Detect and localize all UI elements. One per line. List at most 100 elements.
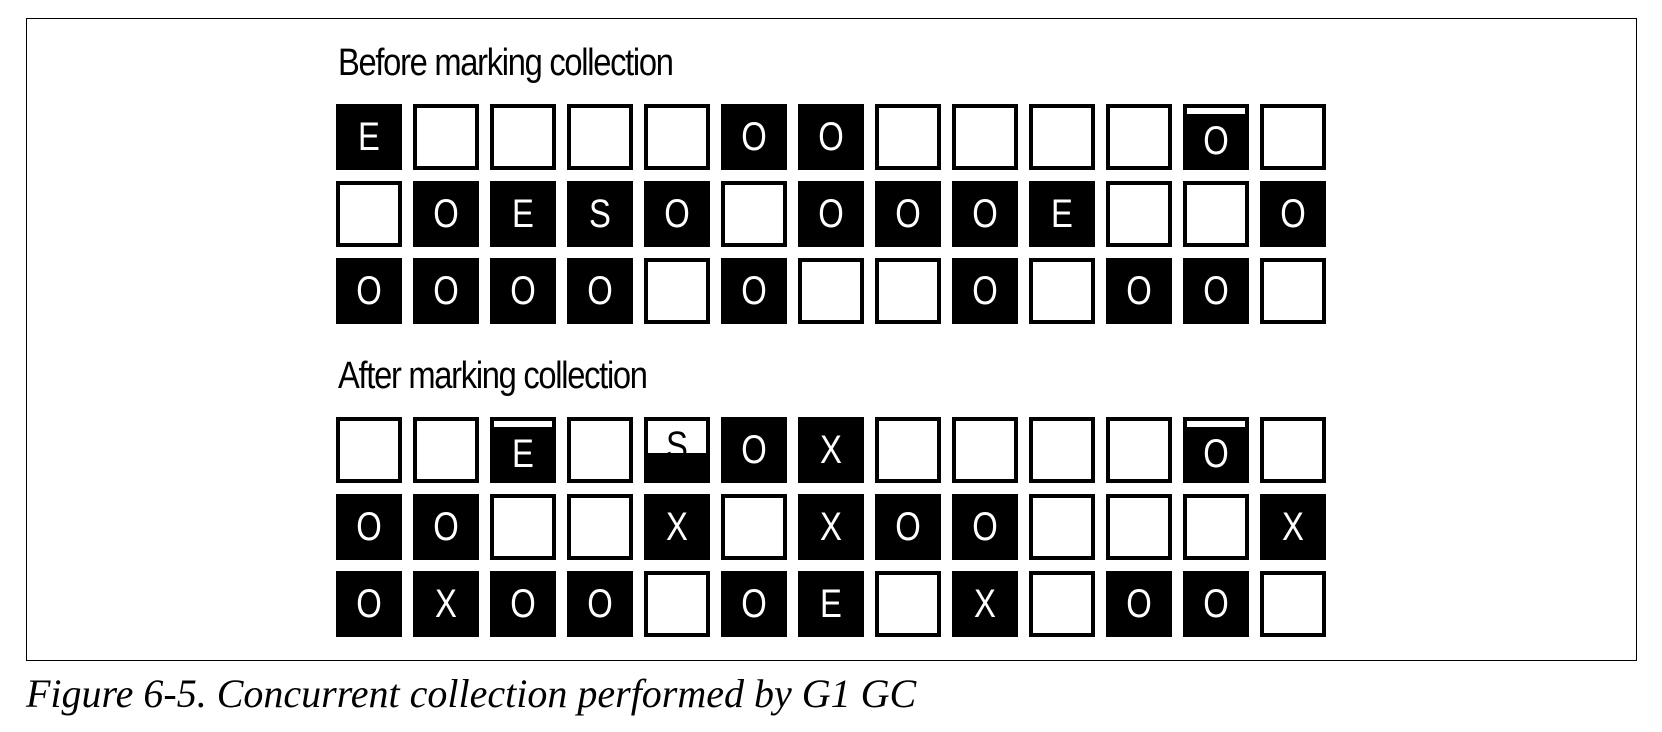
region-type-label: O bbox=[356, 505, 382, 549]
region-type-label bbox=[884, 108, 932, 166]
region-type-label: O bbox=[1203, 432, 1229, 476]
heap-region-cell bbox=[567, 494, 633, 560]
heap-region-cell bbox=[1183, 181, 1249, 247]
region-type-label: O bbox=[1203, 269, 1229, 313]
heap-region-cell: O bbox=[336, 571, 402, 637]
region-type-label: E bbox=[1051, 192, 1073, 236]
region-type-label bbox=[884, 421, 932, 479]
heap-region-cell: X bbox=[644, 494, 710, 560]
region-type-label: S bbox=[666, 424, 688, 468]
heap-region-cell bbox=[1029, 104, 1095, 170]
heap-region-cell: O bbox=[1106, 258, 1172, 324]
heap-region-cell: O bbox=[1106, 571, 1172, 637]
heap-region-cell bbox=[413, 417, 479, 483]
region-type-label: O bbox=[356, 269, 382, 313]
region-type-label bbox=[345, 185, 393, 243]
region-type-label: O bbox=[664, 192, 690, 236]
region-type-label bbox=[1038, 498, 1086, 556]
heap-region-cell: O bbox=[875, 181, 941, 247]
region-type-label bbox=[1115, 498, 1163, 556]
region-type-label: X bbox=[820, 505, 842, 549]
region-type-label bbox=[730, 498, 778, 556]
heap-region-cell bbox=[1106, 417, 1172, 483]
region-type-label: O bbox=[1203, 582, 1229, 626]
heap-region-cell bbox=[875, 258, 941, 324]
region-type-label bbox=[1038, 108, 1086, 166]
region-type-label: O bbox=[741, 582, 767, 626]
heap-region-cell: O bbox=[413, 181, 479, 247]
heap-region-cell: O bbox=[413, 494, 479, 560]
region-type-label: O bbox=[895, 505, 921, 549]
region-type-label bbox=[1269, 421, 1317, 479]
region-type-label bbox=[1115, 185, 1163, 243]
region-type-label: E bbox=[820, 582, 842, 626]
heap-region-cell bbox=[1106, 181, 1172, 247]
region-type-label: X bbox=[1282, 505, 1304, 549]
region-type-label: S bbox=[589, 192, 611, 236]
heap-region-cell bbox=[1260, 417, 1326, 483]
region-type-label: X bbox=[974, 582, 996, 626]
region-type-label bbox=[499, 108, 547, 166]
region-type-label bbox=[1269, 575, 1317, 633]
heap-region-cell bbox=[644, 571, 710, 637]
heap-region-cell: O bbox=[490, 258, 556, 324]
region-type-label: E bbox=[512, 432, 534, 476]
region-type-label bbox=[1038, 575, 1086, 633]
region-type-label: O bbox=[587, 269, 613, 313]
region-type-label bbox=[1115, 421, 1163, 479]
heap-region-cell bbox=[413, 104, 479, 170]
heap-region-cell bbox=[567, 417, 633, 483]
region-type-label bbox=[499, 498, 547, 556]
region-type-label bbox=[1115, 108, 1163, 166]
region-type-label: O bbox=[972, 505, 998, 549]
heap-region-cell bbox=[1029, 258, 1095, 324]
heap-region-cell bbox=[1260, 104, 1326, 170]
heap-region-cell: E bbox=[336, 104, 402, 170]
region-type-label: O bbox=[1203, 119, 1229, 163]
heap-region-cell: S bbox=[567, 181, 633, 247]
region-type-label: O bbox=[433, 192, 459, 236]
region-type-label bbox=[345, 421, 393, 479]
heap-region-cell bbox=[721, 494, 787, 560]
heap-region-cell bbox=[644, 258, 710, 324]
heap-region-cell bbox=[952, 417, 1018, 483]
region-type-label: X bbox=[820, 428, 842, 472]
heap-region-cell: O bbox=[413, 258, 479, 324]
heap-region-cell bbox=[1260, 258, 1326, 324]
heap-region-cell: O bbox=[798, 104, 864, 170]
heap-region-cell: O bbox=[1183, 571, 1249, 637]
region-type-label bbox=[730, 185, 778, 243]
heap-region-cell: O bbox=[721, 571, 787, 637]
region-type-label: O bbox=[741, 115, 767, 159]
heap-region-cell: O bbox=[721, 104, 787, 170]
region-type-label bbox=[576, 498, 624, 556]
heap-region-cell: X bbox=[413, 571, 479, 637]
heap-region-cell bbox=[875, 417, 941, 483]
heap-region-cell bbox=[875, 104, 941, 170]
heap-region-cell: S bbox=[644, 417, 710, 483]
heap-region-cell bbox=[798, 258, 864, 324]
region-type-label bbox=[1038, 262, 1086, 320]
region-type-label: O bbox=[1126, 582, 1152, 626]
heap-region-cell: O bbox=[952, 181, 1018, 247]
region-type-label: O bbox=[818, 115, 844, 159]
region-type-label: O bbox=[510, 582, 536, 626]
region-type-label bbox=[1269, 108, 1317, 166]
heap-region-cell: E bbox=[798, 571, 864, 637]
heap-region-cell: X bbox=[798, 494, 864, 560]
heap-region-cell bbox=[721, 181, 787, 247]
region-type-label: O bbox=[972, 269, 998, 313]
region-type-label: O bbox=[972, 192, 998, 236]
heap-region-cell bbox=[875, 571, 941, 637]
heap-region-cell: X bbox=[798, 417, 864, 483]
heap-region-cell bbox=[336, 181, 402, 247]
heap-region-cell bbox=[1029, 494, 1095, 560]
region-type-label bbox=[576, 108, 624, 166]
heap-region-cell: O bbox=[875, 494, 941, 560]
heap-region-cell bbox=[1106, 104, 1172, 170]
heap-region-cell: E bbox=[490, 181, 556, 247]
heap-region-cell: O bbox=[1183, 417, 1249, 483]
